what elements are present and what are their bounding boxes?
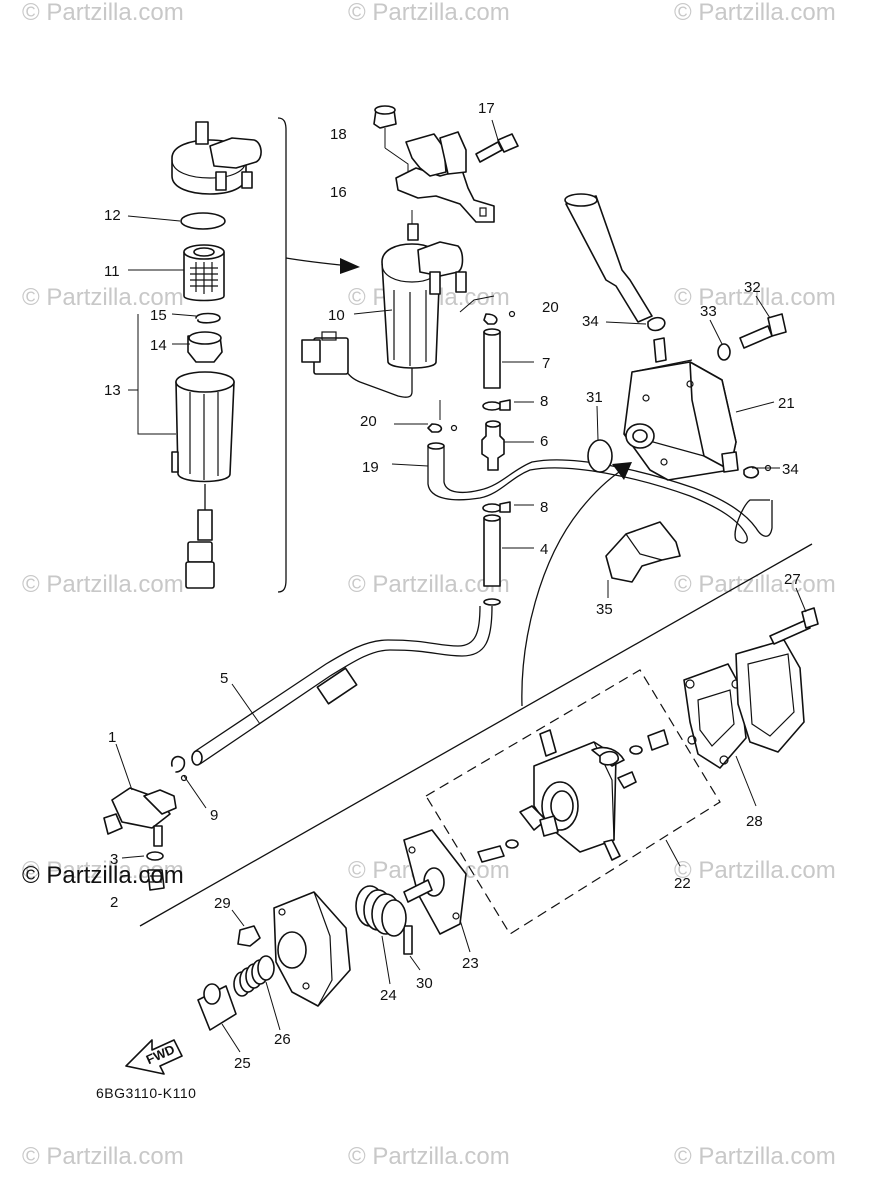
hose-clip [483,313,498,325]
callout-1: 1 [108,729,116,746]
lower-fuel-hose-group [103,605,493,891]
section-divider [139,543,813,927]
watermark: © Partzilla.com [22,1143,184,1170]
bolt [739,325,773,349]
watermark: © Partzilla.com [22,0,184,26]
callout-34a: 34 [582,313,599,330]
callout-layer: 12 11 15 14 13 18 17 16 10 20 7 8 20 6 1… [104,100,801,1072]
callout-4: 4 [540,541,548,558]
callout-17: 17 [478,100,495,117]
callout-19: 19 [362,459,379,476]
nut [237,925,261,947]
fuel-hose [483,331,501,389]
watermark: © Partzilla.com [674,284,836,311]
callout-20a: 20 [542,299,559,316]
watermark: © Partzilla.com [348,0,510,26]
callout-6: 6 [540,433,548,450]
pump-kit-outline [425,669,721,935]
callout-10: 10 [328,307,345,324]
fuel-filter-assembly [127,121,262,589]
forward-direction-indicator: FWD [125,1039,183,1075]
callout-27: 27 [784,571,801,588]
callout-32: 32 [744,279,761,296]
callout-30: 30 [416,975,433,992]
sensor-connector [185,561,215,589]
filter-clip [195,312,221,324]
washer [146,851,164,861]
callout-12: 12 [104,207,121,224]
watermark: © Partzilla.com [674,1143,836,1170]
pump-base [273,891,351,1007]
o-ring [587,439,613,473]
fuel-hose [191,750,203,766]
callout-24: 24 [380,987,397,1004]
hose-joint [481,423,505,471]
callout-3: 3 [110,851,118,868]
callout-2: 2 [110,894,118,911]
watermark: © Partzilla.com [348,1143,510,1170]
hose-holder [605,521,681,583]
callout-18: 18 [330,126,347,143]
filter-cup [175,381,235,483]
fuel-pump-group [564,193,787,598]
callout-7: 7 [542,355,550,372]
watermark: © Partzilla.com [674,857,836,884]
indicator-arrow [521,469,623,707]
callout-16: 16 [330,184,347,201]
pump-internals-group [197,587,819,1053]
callout-33: 33 [700,303,717,320]
bolt [769,619,811,645]
hose-clamp [482,401,502,411]
callout-21: 21 [778,395,795,412]
filter-head-nipple [241,171,253,189]
callout-35: 35 [596,601,613,618]
callout-9: 9 [210,807,218,824]
diaphragm-spring [355,885,407,937]
callout-20b: 20 [360,413,377,430]
bolt [147,869,165,891]
watermark: © Partzilla.com [674,571,836,598]
hose-clip [647,316,666,332]
filter-head-elbow [209,137,262,169]
filter-head-nipple [215,171,227,191]
diagram-code: 6BG3110-K110 [96,1085,196,1101]
group-bracket [277,117,287,593]
fuel-hose [483,517,501,587]
plunger-spring [233,955,275,997]
callout-23: 23 [462,955,479,972]
callout-13: 13 [104,382,121,399]
callout-26: 26 [274,1031,291,1048]
callout-11: 11 [104,263,120,280]
watermark: © Partzilla.com [674,0,836,26]
hose-clip [170,755,186,773]
callout-28: 28 [746,813,763,830]
copyright-label: © Partzilla.com [22,862,184,889]
callout-5: 5 [220,670,228,687]
watermark: © Partzilla.com [348,571,510,598]
callout-8a: 8 [540,393,548,410]
o-ring [180,212,226,230]
callout-8b: 8 [540,499,548,516]
callout-31: 31 [586,389,603,406]
callout-22: 22 [674,875,691,892]
pin [403,925,413,955]
watermark: © Partzilla.com [22,571,184,598]
fuel-filter-bracket-group [301,105,773,606]
watermark: © Partzilla.com [22,284,184,311]
callout-34b: 34 [782,461,799,478]
washer [717,343,731,361]
callout-29: 29 [214,895,231,912]
callout-25: 25 [234,1055,251,1072]
filter-bracket [395,167,495,223]
callout-15: 15 [150,307,167,324]
fuel-hose [427,442,445,450]
callout-14: 14 [150,337,167,354]
filter-head-inlet [195,121,209,145]
pump-plunger-arm [565,195,653,323]
bolt [475,141,503,163]
